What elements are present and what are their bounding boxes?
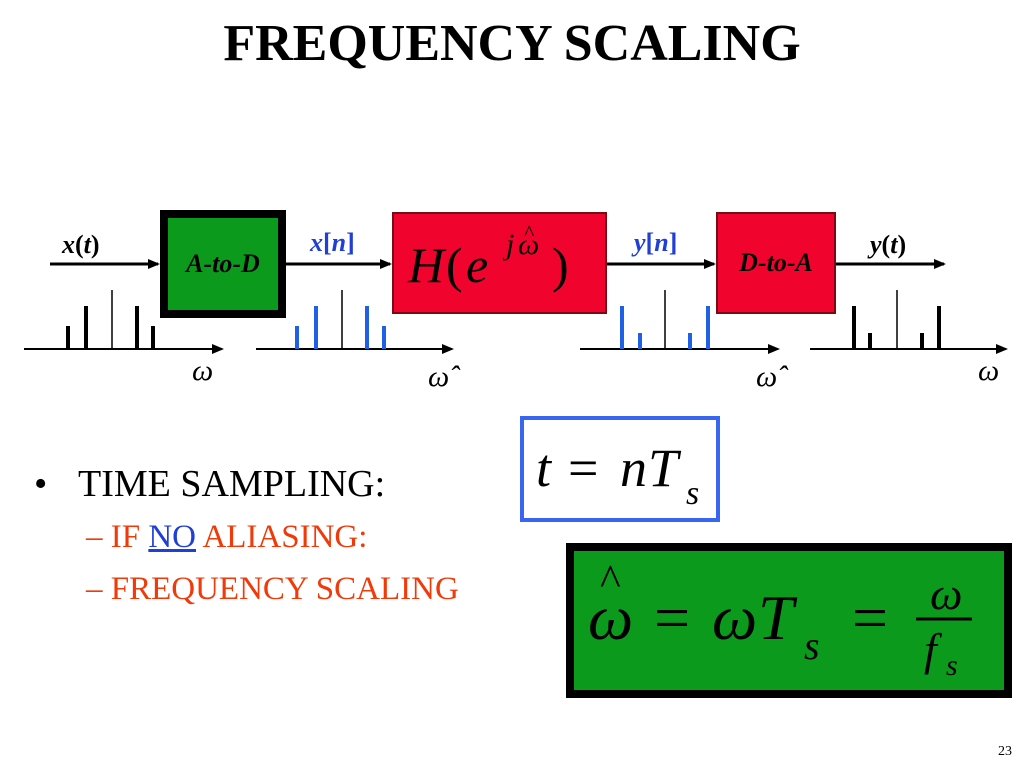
svg-text:T: T [648, 438, 682, 498]
svg-text:e: e [466, 237, 488, 293]
d-to-a-block: D-to-A [716, 212, 836, 314]
svg-text:ω: ω [712, 582, 757, 653]
svg-text:n: n [620, 438, 647, 498]
axis-label-omega-input: ω [192, 354, 214, 387]
axis-label-omega-output: ω [978, 354, 1000, 387]
a-to-d-label: A-to-D [186, 249, 260, 278]
svg-text:): ) [552, 237, 569, 293]
svg-text:(: ( [446, 237, 463, 293]
svg-text:f: f [924, 624, 943, 675]
svg-text:=: = [654, 582, 690, 653]
sub-bullet-no-aliasing: – IF NO ALIASING: [86, 519, 367, 556]
sub-bullet-no: NO [148, 519, 197, 555]
d-to-a-label: D-to-A [739, 248, 813, 277]
signal-label-y-n: y[n] [634, 228, 678, 257]
svg-text:=: = [568, 438, 598, 498]
slide-title: FREQUENCY SCALING [223, 15, 801, 72]
sub-bullet-if: – IF [86, 519, 149, 555]
a-to-d-block: A-to-D [160, 210, 286, 318]
svg-text:t: t [536, 438, 553, 498]
svg-text:^: ^ [524, 220, 535, 245]
equation-omega-hat: ω ^ = ω T s = ω f s [588, 556, 972, 682]
svg-text:ω: ω [518, 228, 539, 261]
svg-text:H: H [407, 237, 447, 293]
signal-label-y-t: y(t) [870, 230, 907, 259]
svg-text:^: ^ [600, 556, 621, 605]
filter-formula: H ( e j ω ^ ) [407, 220, 569, 293]
filter-block: H ( e j ω ^ ) [392, 212, 607, 314]
spectrum-xn [256, 290, 454, 354]
equation-frequency-scaling: ω ^ = ω T s = ω f s [566, 543, 1012, 698]
bullet-dot: • [34, 463, 48, 505]
svg-text:s: s [804, 623, 820, 668]
spectrum-input [24, 290, 224, 354]
bullet-time-sampling-text: TIME SAMPLING: [78, 463, 386, 505]
spectrum-output [810, 290, 1008, 354]
equation-time-sampling: t = n T s [520, 416, 720, 522]
equation-t-nts: t = n T s [536, 438, 699, 512]
svg-text:ω: ω [930, 568, 962, 619]
signal-label-x-n: x[n] [310, 228, 355, 257]
axis-label-omega-hat-yn: ω̂ [756, 360, 778, 393]
sub-bullet-frequency-scaling: – FREQUENCY SCALING [86, 571, 459, 607]
svg-text:j: j [502, 228, 514, 261]
sub-bullet-aliasing: ALIASING: [196, 519, 368, 555]
svg-text:ω: ω [588, 582, 633, 653]
svg-text:s: s [686, 475, 699, 512]
spectrum-yn [580, 290, 780, 354]
signal-label-x-t: x(t) [62, 230, 100, 259]
axis-label-omega-hat-xn: ω̂ [428, 360, 450, 393]
svg-text:T: T [758, 582, 798, 653]
svg-text:=: = [852, 582, 888, 653]
svg-text:s: s [946, 649, 958, 682]
page-number: 23 [998, 744, 1012, 759]
